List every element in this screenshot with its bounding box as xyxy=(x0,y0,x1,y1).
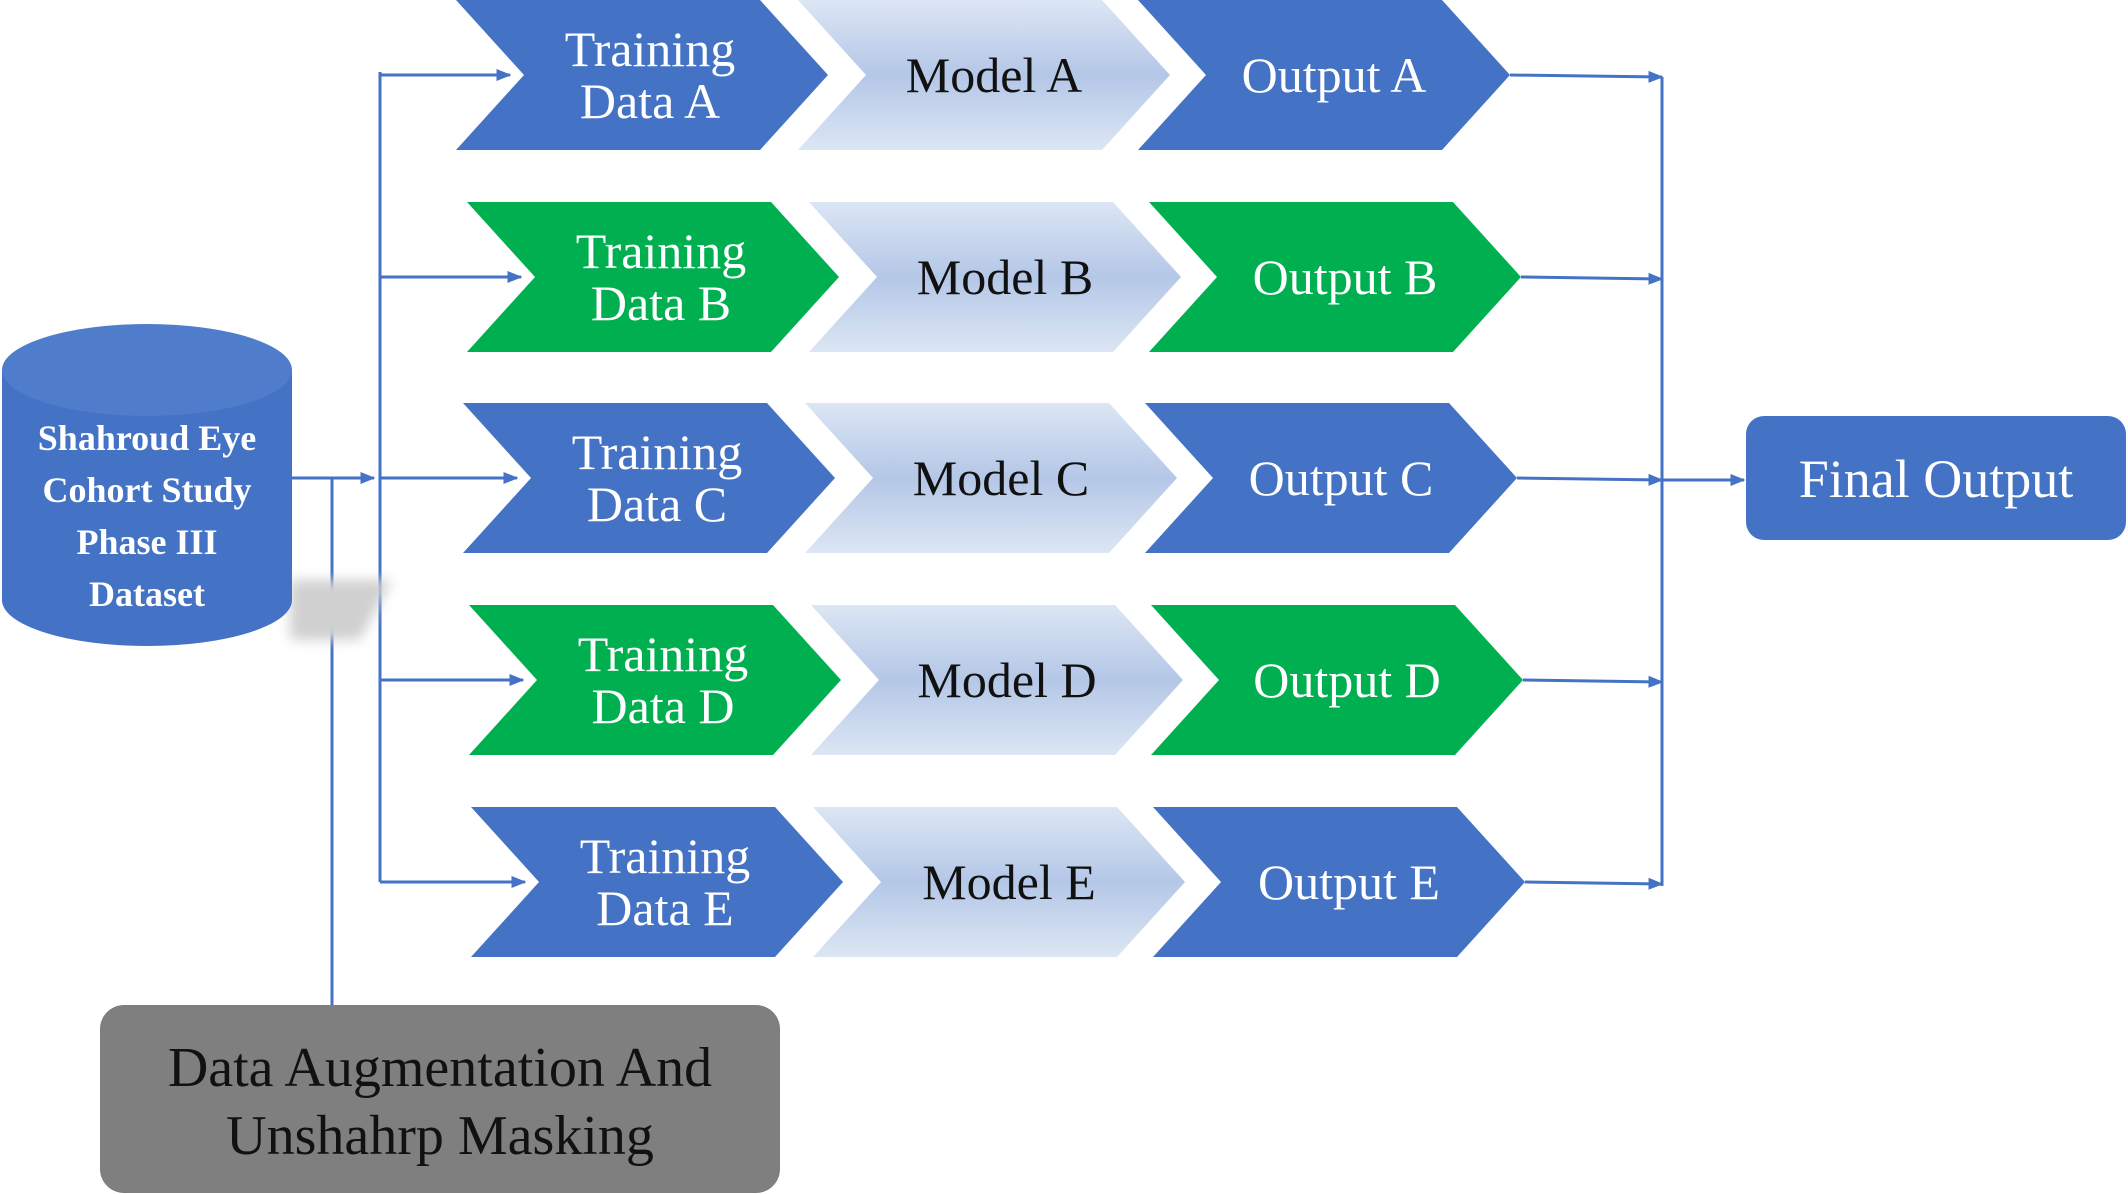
augmentation-label-line-1: Data Augmentation And xyxy=(168,1037,712,1099)
output-chevron xyxy=(1138,0,1510,150)
model-chevron xyxy=(798,0,1170,150)
output-label: Output A xyxy=(1242,47,1427,103)
dataset-label-line-2: Cohort Study xyxy=(42,470,251,510)
output-arrow xyxy=(1520,272,1664,285)
dataset-label-line-1: Shahroud Eye xyxy=(38,418,256,458)
output-chevron xyxy=(1151,605,1523,755)
training-data-chevron xyxy=(469,605,841,755)
dataset-label-line-3: Phase III xyxy=(76,522,217,562)
connector-lines xyxy=(292,69,1746,1005)
training-data-chevron xyxy=(467,202,839,352)
output-arrow xyxy=(1509,70,1664,83)
training-data-label: Training xyxy=(580,828,750,884)
final-output-box: Final Output xyxy=(1746,416,2126,540)
model-chevron xyxy=(805,403,1177,553)
dataset-top xyxy=(2,324,292,416)
model-chevron xyxy=(811,605,1183,755)
training-data-label: Data E xyxy=(596,880,733,936)
output-chevron xyxy=(1145,403,1517,553)
output-label: Output C xyxy=(1249,450,1434,506)
augmentation-rect xyxy=(100,1005,780,1193)
output-label: Output E xyxy=(1258,854,1440,910)
model-chevron xyxy=(809,202,1181,352)
model-label: Model D xyxy=(917,652,1096,708)
training-data-chevron xyxy=(463,403,835,553)
dataset-body xyxy=(2,370,292,646)
dataset-shadow xyxy=(290,580,392,640)
training-data-label: Training xyxy=(576,223,746,279)
training-data-chevron xyxy=(456,0,828,150)
training-data-label: Data C xyxy=(587,476,727,532)
training-data-label: Data A xyxy=(580,73,720,129)
output-chevron xyxy=(1153,807,1525,957)
output-label: Output B xyxy=(1253,249,1438,305)
training-data-label: Data B xyxy=(591,275,731,331)
model-label: Model C xyxy=(913,450,1089,506)
training-data-label: Training xyxy=(565,21,735,77)
training-data-label: Data D xyxy=(592,678,735,734)
dataset-label-line-4: Dataset xyxy=(89,574,205,614)
model-label: Model E xyxy=(922,854,1096,910)
augmentation-label-line-2: Unshahrp Masking xyxy=(226,1105,654,1167)
dataset-cylinder: Shahroud Eye Cohort Study Phase III Data… xyxy=(2,324,392,646)
final-output-rect xyxy=(1746,416,2126,540)
output-arrow xyxy=(1522,675,1664,688)
model-label: Model A xyxy=(906,47,1082,103)
model-chevron xyxy=(813,807,1185,957)
training-data-chevron xyxy=(471,807,843,957)
training-data-label: Training xyxy=(572,424,742,480)
output-chevron xyxy=(1149,202,1521,352)
model-label: Model B xyxy=(917,249,1093,305)
output-label: Output D xyxy=(1253,652,1441,708)
augmentation-box: Data Augmentation And Unshahrp Masking xyxy=(100,1005,780,1193)
output-arrow xyxy=(1524,877,1664,890)
output-arrow xyxy=(1516,473,1664,486)
training-data-label: Training xyxy=(578,626,748,682)
final-output-label: Final Output xyxy=(1799,449,2074,509)
